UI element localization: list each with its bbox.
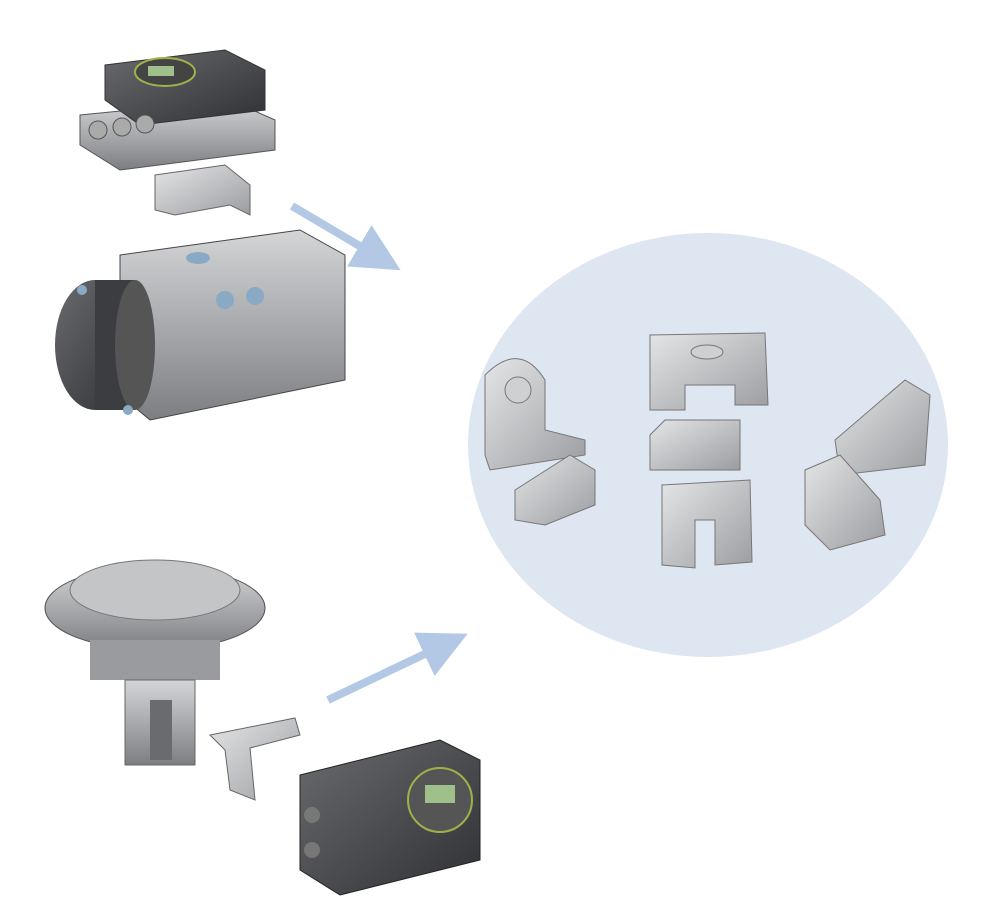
linear-actuator [44, 559, 266, 766]
bottom-positioner [299, 739, 481, 896]
arrow-top [289, 202, 401, 271]
bracket-u-bottom [661, 479, 753, 569]
bracket-set [484, 332, 931, 569]
bracket-small-left [514, 454, 596, 526]
linear-bracket [208, 717, 301, 801]
bracket-u-top [649, 332, 769, 411]
top-positioner [79, 49, 276, 171]
bracket-flat-center [649, 419, 741, 471]
bracket-small-right [804, 454, 886, 551]
arrow-bottom [326, 632, 468, 704]
rotary-actuator [55, 229, 346, 421]
top-bracket [154, 164, 251, 216]
